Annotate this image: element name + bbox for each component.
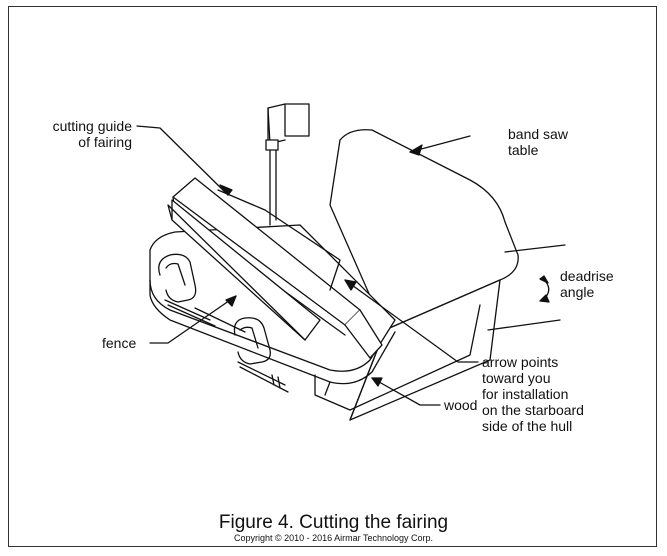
clamp-left [158,253,197,303]
deadrise-line1: deadrise [560,268,614,284]
arrow-line2: toward you [482,370,551,386]
leader-cutting-guide [136,125,229,196]
deadrise-line-top [504,244,566,253]
leader-wood [371,377,441,406]
label-fence: fence [102,335,137,351]
saw-guide-box [284,103,310,137]
saw-blade [269,149,277,226]
arrow-line3: for installation [482,386,569,402]
arrow-line4: on the starboard [482,402,584,418]
leader-arrow [344,279,479,363]
arrow-line5: side of the hull [482,418,573,434]
deadrise-line-bottom [487,319,561,331]
band-saw-line2: table [508,142,539,158]
band-saw-line1: band saw [508,126,568,142]
label-deadrise: deadrise angle [560,268,614,300]
label-arrow-points: arrow points toward you for installation… [482,354,584,434]
band-saw-table [329,129,519,331]
cutting-guide-line2: of fairing [78,134,132,150]
label-cutting-guide: cutting guide of fairing [30,118,132,150]
arrow-line1: arrow points [482,354,559,370]
leader-fence [149,295,237,344]
label-band-saw: band saw table [508,126,568,158]
figure-caption: Figure 4. Cutting the fairing [218,512,449,533]
copyright-notice: Copyright © 2010 - 2016 Airmar Technolog… [233,533,434,543]
cutting-guide-line1: cutting guide [52,118,132,134]
clamp-right [233,317,271,365]
label-wood: wood [444,397,478,413]
deadrise-line2: angle [560,284,595,300]
